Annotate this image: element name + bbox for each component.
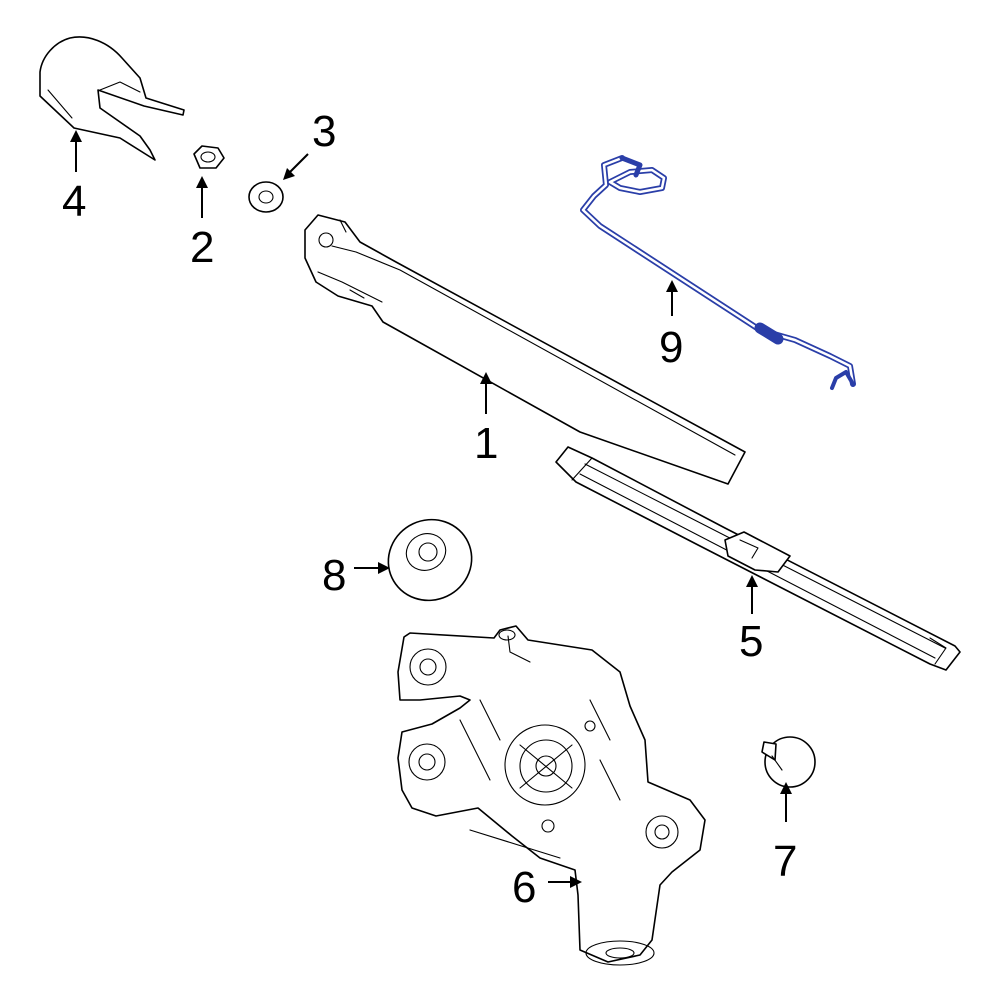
- callout-8: 8: [322, 551, 346, 600]
- part-8-grommet[interactable]: [375, 506, 485, 614]
- callout-6: 6: [512, 863, 536, 912]
- callout-5: 5: [739, 617, 763, 666]
- part-5-wiper-blade[interactable]: [555, 446, 961, 671]
- part-7-push-clip[interactable]: [761, 736, 816, 788]
- callout-3: 3: [312, 107, 336, 156]
- callout-4: 4: [62, 177, 86, 226]
- callout-labels: 1 2 3 4 5 6 7 8 9: [62, 107, 797, 912]
- callout-9: 9: [659, 323, 683, 372]
- callout-1: 1: [474, 419, 498, 468]
- part-9-washer-hose[interactable]: [580, 155, 856, 390]
- callout-7: 7: [773, 837, 797, 886]
- part-1-wiper-arm[interactable]: [304, 214, 746, 485]
- part-6-wiper-motor[interactable]: [397, 625, 706, 966]
- part-2-nut[interactable]: [193, 145, 225, 169]
- part-3-washer[interactable]: [248, 181, 284, 213]
- part-4-arm-cap[interactable]: [39, 36, 185, 161]
- leader-arrows: [70, 130, 792, 888]
- callout-2: 2: [190, 223, 214, 272]
